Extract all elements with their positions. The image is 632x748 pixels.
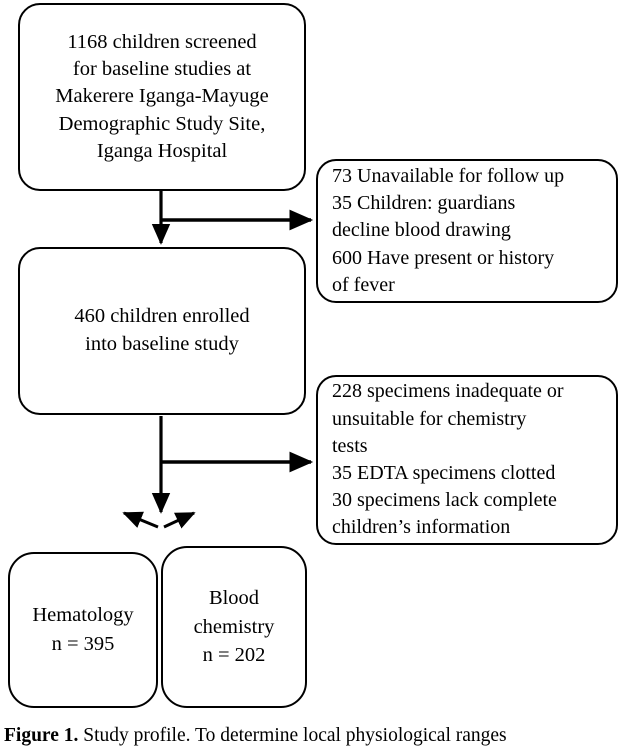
edge-split-to-hematology <box>122 511 159 529</box>
node-exclusion-2-text: 228 specimens inadequate or unsuitable f… <box>318 378 616 541</box>
node-hematology-text: Hematology n = 395 <box>10 601 156 658</box>
node-chemistry-text: Blood chemistry n = 202 <box>163 584 305 670</box>
figure-caption-text: Study profile. To determine local physio… <box>78 725 507 746</box>
node-exclusion-2-line-0: 228 specimens inadequate or <box>332 380 564 403</box>
node-enrolled-line-0: 460 children enrolled <box>74 305 250 328</box>
node-screened-line-4: Iganga Hospital <box>96 139 228 162</box>
node-enrolled-text: 460 children enrolled into baseline stud… <box>20 303 304 358</box>
node-hematology-line-1: n = 395 <box>51 633 115 655</box>
figure-caption: Figure 1. Study profile. To determine lo… <box>4 724 632 747</box>
node-exclusion-1-line-3: 600 Have present or history <box>332 246 555 269</box>
node-exclusion-2-line-1: unsuitable for chemistry <box>332 407 527 430</box>
node-exclusion-1-line-1: 35 Children: guardians <box>332 192 516 215</box>
node-hematology[interactable]: Hematology n = 395 <box>8 552 158 708</box>
node-chemistry-line-1: chemistry <box>193 615 275 638</box>
node-exclusion-2-line-3: 35 EDTA specimens clotted <box>332 462 556 484</box>
node-screened[interactable]: 1168 children screened for baseline stud… <box>18 3 306 191</box>
node-exclusion-1-line-4: of fever <box>332 273 395 296</box>
node-chemistry-line-0: Blood <box>208 586 260 609</box>
node-chemistry[interactable]: Blood chemistry n = 202 <box>161 546 307 708</box>
node-hematology-line-0: Hematology <box>32 604 134 627</box>
figure-caption-label: Figure 1. <box>4 725 79 746</box>
node-screened-text: 1168 children screened for baseline stud… <box>20 29 304 165</box>
node-screened-line-2: Makerere Iganga-Mayuge <box>55 85 269 108</box>
node-enrolled[interactable]: 460 children enrolled into baseline stud… <box>18 247 306 415</box>
node-exclusion-2[interactable]: 228 specimens inadequate or unsuitable f… <box>316 375 618 545</box>
node-screened-line-1: for baseline studies at <box>72 58 252 81</box>
edge-split-to-chemistry <box>163 511 196 529</box>
node-screened-line-0: 1168 children screened <box>67 30 257 53</box>
node-chemistry-line-2: n = 202 <box>202 644 266 667</box>
node-exclusion-2-line-5: children’s information <box>332 516 511 539</box>
node-exclusion-1-text: 73 Unavailable for follow up 35 Children… <box>318 163 616 299</box>
node-enrolled-line-1: into baseline study <box>85 333 239 355</box>
node-exclusion-2-line-4: 30 specimens lack complete <box>332 489 557 512</box>
node-exclusion-1[interactable]: 73 Unavailable for follow up 35 Children… <box>316 159 618 303</box>
node-exclusion-2-line-2: tests <box>332 434 368 457</box>
node-exclusion-1-line-0: 73 Unavailable for follow up <box>332 165 565 188</box>
node-exclusion-1-line-2: decline blood drawing <box>332 219 511 242</box>
node-screened-line-3: Demographic Study Site, <box>58 112 266 135</box>
